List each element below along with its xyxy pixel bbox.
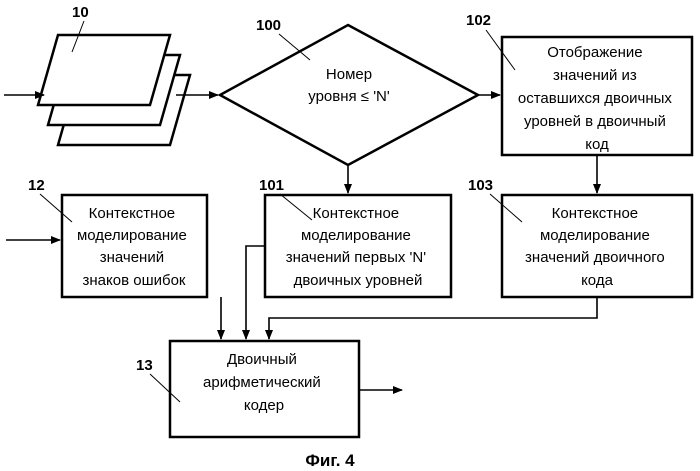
frame-sheet-front bbox=[38, 35, 170, 105]
arrow-ctx-first-n-to-coder bbox=[246, 246, 265, 339]
ref-ctx-sign: 12 bbox=[28, 177, 45, 194]
ref-mapping: 102 bbox=[466, 12, 491, 29]
ref-ctx-binary: 103 bbox=[468, 177, 493, 194]
ref-coder: 13 bbox=[136, 357, 153, 374]
input-frames-stack bbox=[38, 35, 190, 145]
ref-frames: 10 bbox=[72, 4, 89, 21]
ref-ctx-first-n: 101 bbox=[259, 177, 284, 194]
figure-caption: Фиг. 4 bbox=[305, 451, 355, 470]
decision-label-line2: уровня ≤ 'N' bbox=[308, 88, 390, 105]
arrow-ctx-binary-to-coder bbox=[269, 297, 597, 339]
decision-label-line1: Номер bbox=[326, 66, 372, 83]
ref-decision: 100 bbox=[256, 17, 281, 34]
